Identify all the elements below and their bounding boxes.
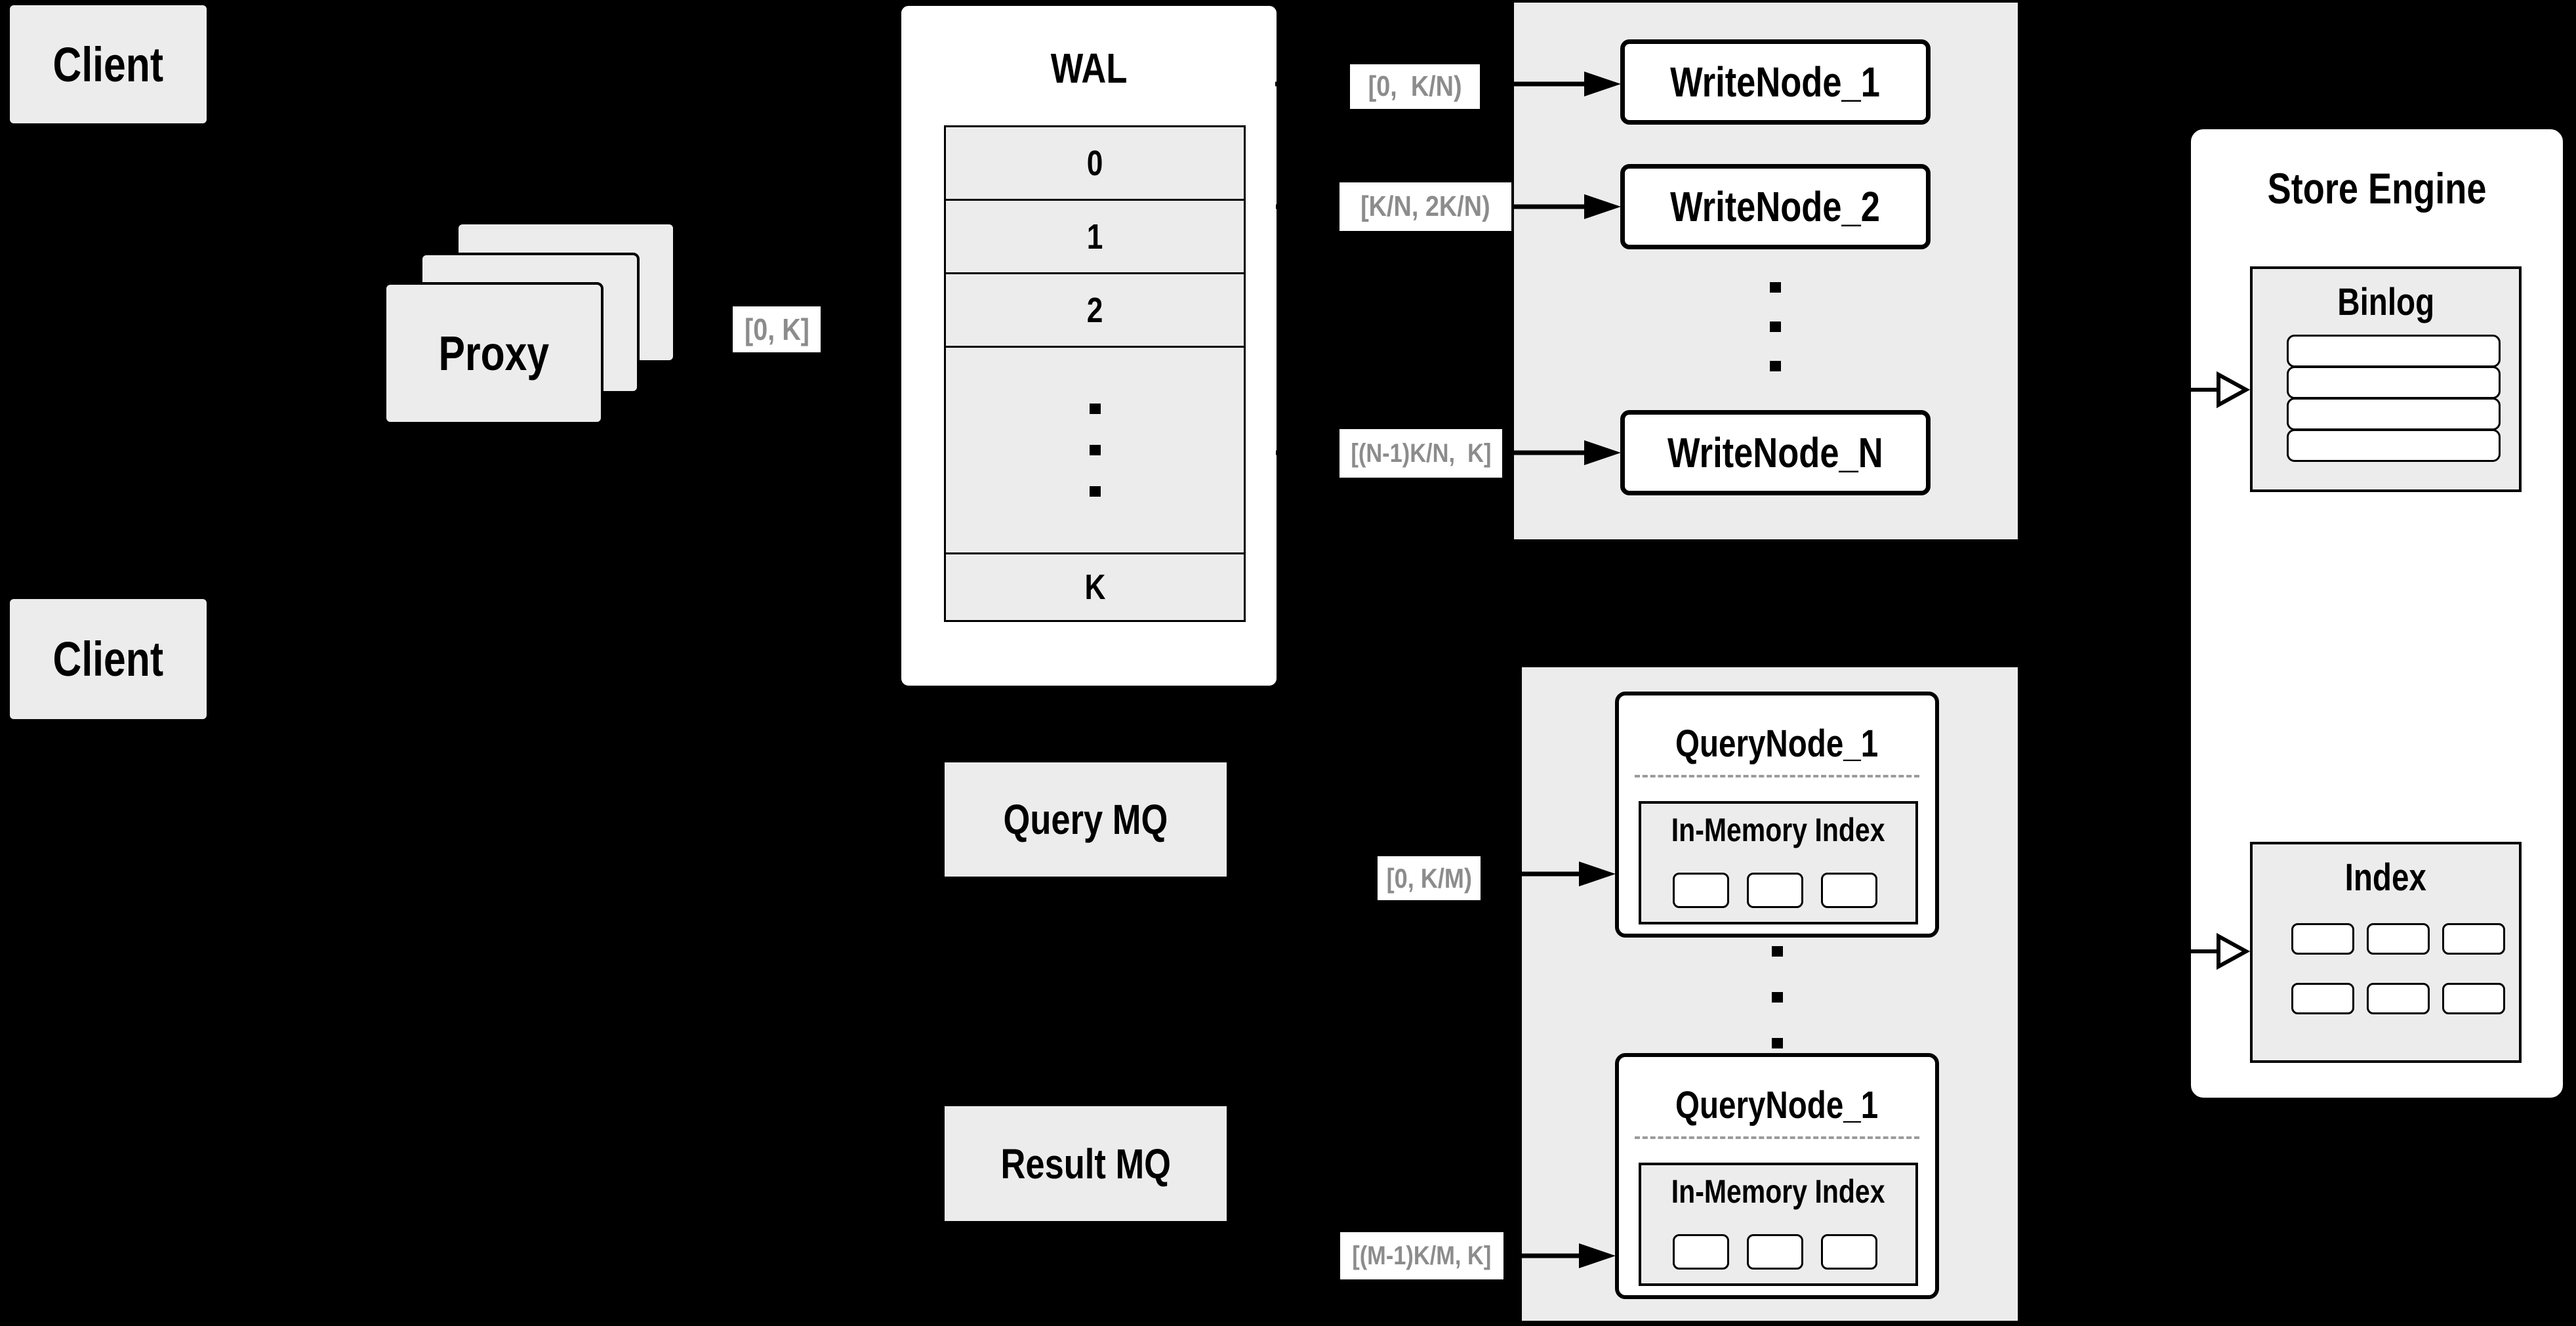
result-mq-box: Result MQ <box>945 1106 1227 1221</box>
in-memory-index-title: In-Memory Index <box>1641 810 1915 850</box>
ellipsis-dot <box>1089 445 1101 455</box>
ellipsis-dot <box>1770 361 1781 371</box>
range-label-write-2: [K/N, 2K/N) <box>1339 182 1511 231</box>
query-node-2: QueryNode_1 In-Memory Index <box>1615 1053 1939 1299</box>
index-cell <box>2291 923 2354 955</box>
wal-row-ellipsis <box>946 348 1244 554</box>
ellipsis-dot <box>1771 992 1783 1003</box>
index-cell <box>2291 983 2354 1014</box>
wal-row: K <box>946 554 1244 620</box>
wal-row-label: 1 <box>1086 217 1103 257</box>
in-memory-index-box: In-Memory Index <box>1639 801 1918 924</box>
wal-row-label: 2 <box>1086 290 1103 330</box>
index-cell <box>2367 923 2430 955</box>
in-memory-index-text: In-Memory Index <box>1671 1173 1885 1210</box>
dashed-separator <box>1635 775 1919 777</box>
segment-cell <box>1673 873 1729 908</box>
index-cell <box>2367 983 2430 1014</box>
wal-row: 0 <box>946 127 1244 201</box>
vertical-ellipsis <box>1615 946 1939 1048</box>
range-label-text: [0, K/N) <box>1368 70 1462 102</box>
proxy-card-front: Proxy <box>384 282 603 425</box>
store-engine-title-text: Store Engine <box>2267 164 2487 213</box>
range-label-query-1: [0, K/M) <box>1378 856 1481 900</box>
index-title: Index <box>2253 856 2519 899</box>
range-label-text: [(N-1)K/N, K] <box>1350 438 1492 468</box>
range-label-query-2: [(M-1)K/M, K] <box>1340 1232 1503 1279</box>
write-node-2: WriteNode_2 <box>1620 164 1931 249</box>
segment-cell <box>1673 1234 1729 1270</box>
wal-box: WAL 0 1 2 K <box>899 4 1278 688</box>
binlog-title: Binlog <box>2253 281 2519 323</box>
binlog-row <box>2287 366 2501 399</box>
range-label-proxy-to-wal: [0, K] <box>733 306 821 352</box>
ellipsis-dot <box>1771 946 1783 957</box>
arrow-querymq-to-querynode-1 <box>1481 861 1616 886</box>
wal-row: 1 <box>946 201 1244 274</box>
wal-table: 0 1 2 K <box>944 125 1246 622</box>
write-node-n: WriteNode_N <box>1620 410 1931 495</box>
query-node-title-text: QueryNode_1 <box>1675 1083 1879 1127</box>
arrow-querynodes-to-index <box>2189 932 2251 970</box>
segment-cell <box>1821 1234 1877 1270</box>
query-node-title: QueryNode_1 <box>1619 722 1935 765</box>
ellipsis-dot <box>1089 486 1101 497</box>
wal-row-label: K <box>1084 568 1105 607</box>
proxy-label: Proxy <box>438 326 549 381</box>
index-cell <box>2442 983 2505 1014</box>
query-mq-box: Query MQ <box>945 762 1227 877</box>
binlog-row <box>2287 429 2501 462</box>
client-box-bottom: Client <box>10 599 207 719</box>
binlog-title-text: Binlog <box>2337 280 2434 323</box>
write-node-label: WriteNode_2 <box>1670 183 1881 230</box>
segment-cell <box>1747 1234 1803 1270</box>
in-memory-index-text: In-Memory Index <box>1671 812 1885 848</box>
query-node-title-text: QueryNode_1 <box>1675 722 1879 765</box>
ellipsis-dot <box>1089 404 1101 414</box>
dashed-separator <box>1635 1136 1919 1139</box>
range-label-text: [0, K/M) <box>1386 862 1472 894</box>
in-memory-index-box: In-Memory Index <box>1639 1163 1918 1286</box>
in-memory-index-title: In-Memory Index <box>1641 1172 1915 1211</box>
query-mq-label: Query MQ <box>1003 796 1168 843</box>
client-label: Client <box>52 632 164 686</box>
arrow-writenodes-to-binlog <box>2189 371 2251 409</box>
wal-title-text: WAL <box>1050 45 1128 92</box>
ellipsis-dot <box>1770 321 1781 332</box>
result-mq-label: Result MQ <box>1000 1140 1171 1188</box>
index-cell <box>2442 923 2505 955</box>
wal-row-label: 0 <box>1086 143 1103 183</box>
binlog-rows <box>2287 335 2501 462</box>
range-label-text: [0, K] <box>744 312 809 346</box>
range-label-write-1: [0, K/N) <box>1350 64 1480 109</box>
arrow-resultmq-to-querynode-2 <box>1505 1243 1616 1268</box>
client-box-top: Client <box>10 5 207 123</box>
write-node-label: WriteNode_N <box>1667 429 1883 476</box>
vertical-ellipsis <box>1089 404 1101 497</box>
wal-row: 2 <box>946 274 1244 348</box>
binlog-row <box>2287 398 2501 430</box>
binlog-box: Binlog <box>2250 266 2522 492</box>
ellipsis-dot <box>1771 1038 1783 1048</box>
segment-cell <box>1747 873 1803 908</box>
wal-title: WAL <box>901 42 1277 94</box>
index-box: Index <box>2250 842 2522 1063</box>
write-node-1: WriteNode_1 <box>1620 39 1931 125</box>
ellipsis-dot <box>1770 282 1781 293</box>
vertical-ellipsis <box>1620 282 1931 371</box>
store-engine-title: Store Engine <box>2191 164 2563 213</box>
binlog-row <box>2287 335 2501 367</box>
range-label-text: [K/N, 2K/N) <box>1360 190 1490 222</box>
write-node-label: WriteNode_1 <box>1670 58 1881 106</box>
range-label-text: [(M-1)K/M, K] <box>1352 1241 1492 1270</box>
range-label-write-n: [(N-1)K/N, K] <box>1339 429 1502 478</box>
query-node-1: QueryNode_1 In-Memory Index <box>1615 692 1939 938</box>
store-engine-box: Store Engine Binlog Index <box>2188 126 2566 1101</box>
query-node-title: QueryNode_1 <box>1619 1083 1935 1127</box>
index-title-text: Index <box>2344 856 2427 899</box>
client-label: Client <box>52 37 164 92</box>
segment-cell <box>1821 873 1877 908</box>
